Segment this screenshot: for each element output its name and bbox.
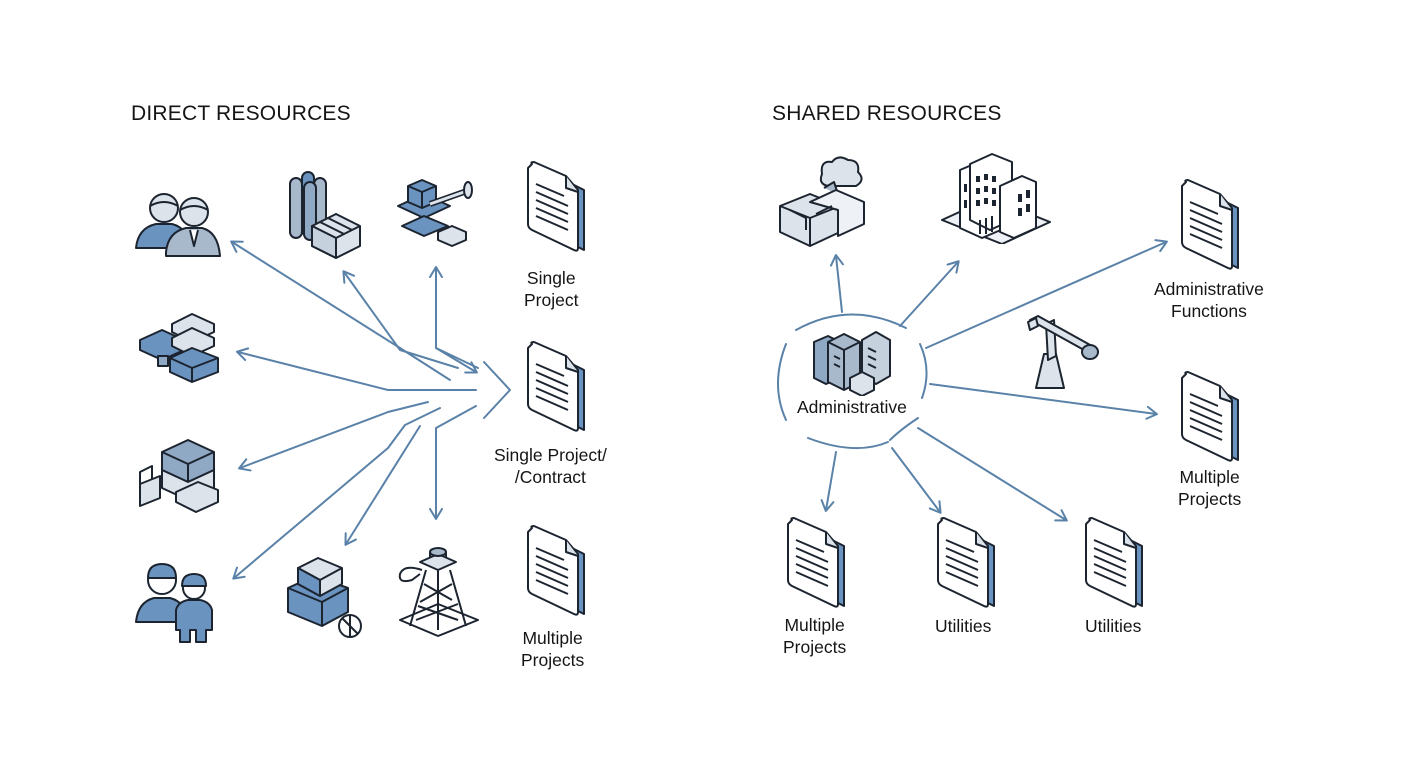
label-multiple-projects-bottom: Multiple Projects — [783, 615, 847, 657]
stacked-blocks-icon — [139, 313, 219, 383]
administrative-hub-label: Administrative — [797, 397, 907, 417]
managers-icon — [135, 193, 221, 257]
arrow-to-tower — [429, 405, 477, 520]
document-icon-administrative-functions — [1181, 179, 1239, 270]
chevron-to-document — [483, 361, 511, 419]
survey-tower-icon — [398, 547, 479, 637]
arrow-to-multiple-projects-right — [929, 383, 1158, 420]
arrow-to-workers — [232, 407, 441, 580]
server-buildings-icon — [813, 331, 891, 396]
label-administrative-functions: Administrative Functions — [1154, 279, 1264, 321]
workers-icon — [135, 563, 213, 643]
building-blocks-icon — [139, 439, 219, 513]
shared-arrows — [820, 239, 1168, 522]
factory-icon — [779, 156, 865, 247]
arrow-to-stacked-blocks — [236, 347, 477, 391]
label-single-project-contract: Single Project/ /Contract — [494, 445, 607, 487]
document-icon-single-project — [527, 161, 585, 252]
document-icon-multiple-projects — [527, 525, 585, 616]
direct-arrows — [230, 240, 511, 580]
arrow-to-utilities-1 — [891, 447, 942, 514]
administrative-hub-ring — [777, 313, 928, 450]
arrow-to-building-blocks — [238, 401, 429, 472]
label-multiple-projects-direct: Multiple Projects — [521, 628, 585, 670]
document-icon-single-project-contract — [527, 341, 585, 432]
arrow-to-office — [899, 260, 960, 327]
crane-icon — [1027, 315, 1099, 389]
arrow-to-utilities-2 — [917, 427, 1068, 522]
arrow-to-crate — [344, 425, 421, 546]
direct-resources-heading: DIRECT RESOURCES — [131, 102, 351, 125]
document-icon-utilities-1 — [937, 517, 995, 608]
arrow-to-machinery — [429, 266, 479, 369]
arrow-to-managers — [230, 240, 451, 381]
arrow-to-pipes — [342, 270, 459, 369]
equipment-crate-icon — [287, 557, 362, 638]
label-single-project: Single Project — [524, 268, 579, 310]
pipes-and-materials-icon — [289, 171, 361, 259]
document-icon-multiple-projects-bottom — [787, 517, 845, 608]
label-utilities-2: Utilities — [1085, 616, 1142, 636]
shared-resources-heading: SHARED RESOURCES — [772, 102, 1002, 125]
label-utilities-1: Utilities — [935, 616, 992, 636]
label-multiple-projects-right: Multiple Projects — [1178, 467, 1242, 509]
document-icon-utilities-2 — [1085, 517, 1143, 608]
machinery-part-icon — [397, 179, 473, 247]
document-icon-multiple-projects-right — [1181, 371, 1239, 462]
arrow-to-multiple-projects-bottom — [820, 451, 837, 512]
arrow-to-admin-functions — [925, 239, 1168, 349]
arrow-into-hub-top — [435, 347, 478, 374]
arrow-to-factory — [829, 254, 844, 313]
office-building-icon — [941, 153, 1051, 244]
